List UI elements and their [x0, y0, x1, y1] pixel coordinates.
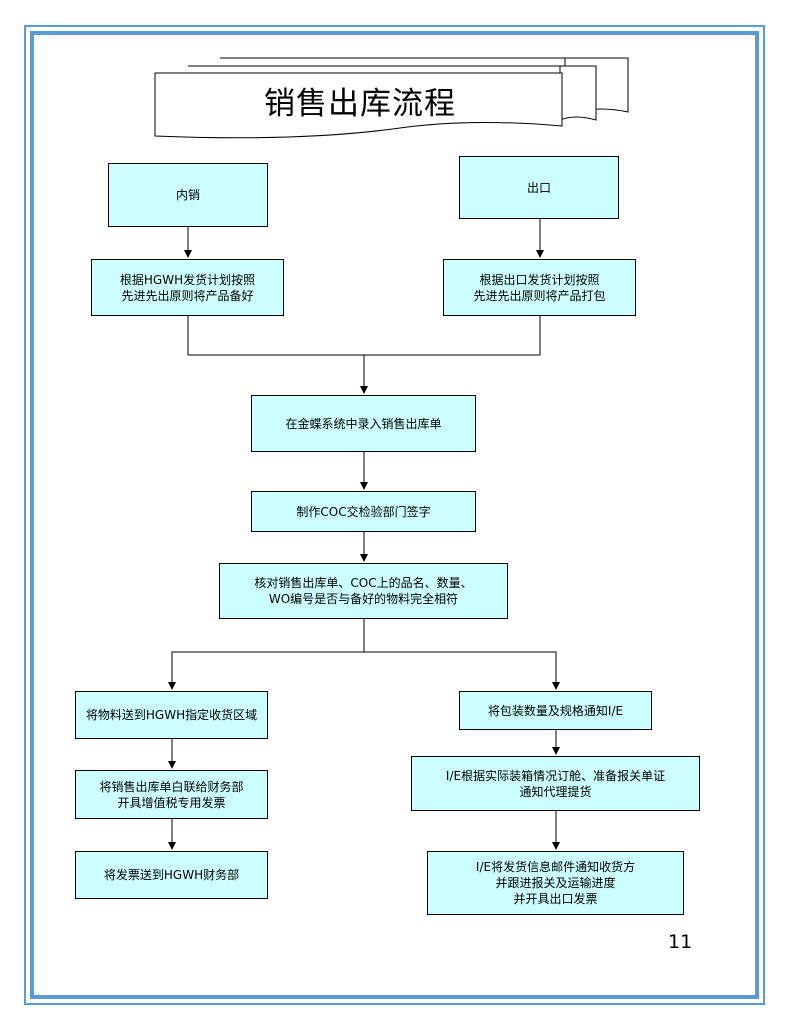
box-export-sales: 出口: [459, 156, 619, 219]
box-coc-sign: 制作COC交检验部门签字: [251, 491, 476, 532]
box-export-pack: 根据出口发货计划按照 先进先出原则将产品打包: [443, 259, 636, 316]
box-send-invoice: 将发票送到HGWH财务部: [75, 851, 268, 899]
page-border-inner: [30, 31, 759, 999]
box-vat-invoice: 将销售出库单白联给财务部 开具增值税专用发票: [75, 770, 268, 819]
title-banner-shape: [154, 57, 629, 139]
page-border-outer: [24, 25, 765, 1005]
box-notify-ie: 将包装数量及规格通知I/E: [459, 691, 652, 730]
box-kingdee-entry: 在金蝶系统中录入销售出库单: [251, 395, 476, 452]
box-domestic-prepare: 根据HGWH发货计划按照 先进先出原则将产品备好: [91, 259, 284, 316]
box-domestic-sales: 内销: [108, 163, 268, 227]
page-title: 销售出库流程: [264, 86, 456, 122]
box-ie-followup: I/E将发货信息邮件通知收货方 并跟进报关及运输进度 并开具出口发票: [427, 851, 684, 915]
page-number: 11: [668, 931, 693, 953]
box-verify-match: 核对销售出库单、COC上的品名、数量、 WO编号是否与备好的物料完全相符: [219, 563, 508, 619]
box-ie-booking: I/E根据实际装箱情况订舱、准备报关单证 通知代理提货: [411, 756, 700, 811]
box-deliver-zone: 将物料送到HGWH指定收货区域: [75, 691, 268, 739]
